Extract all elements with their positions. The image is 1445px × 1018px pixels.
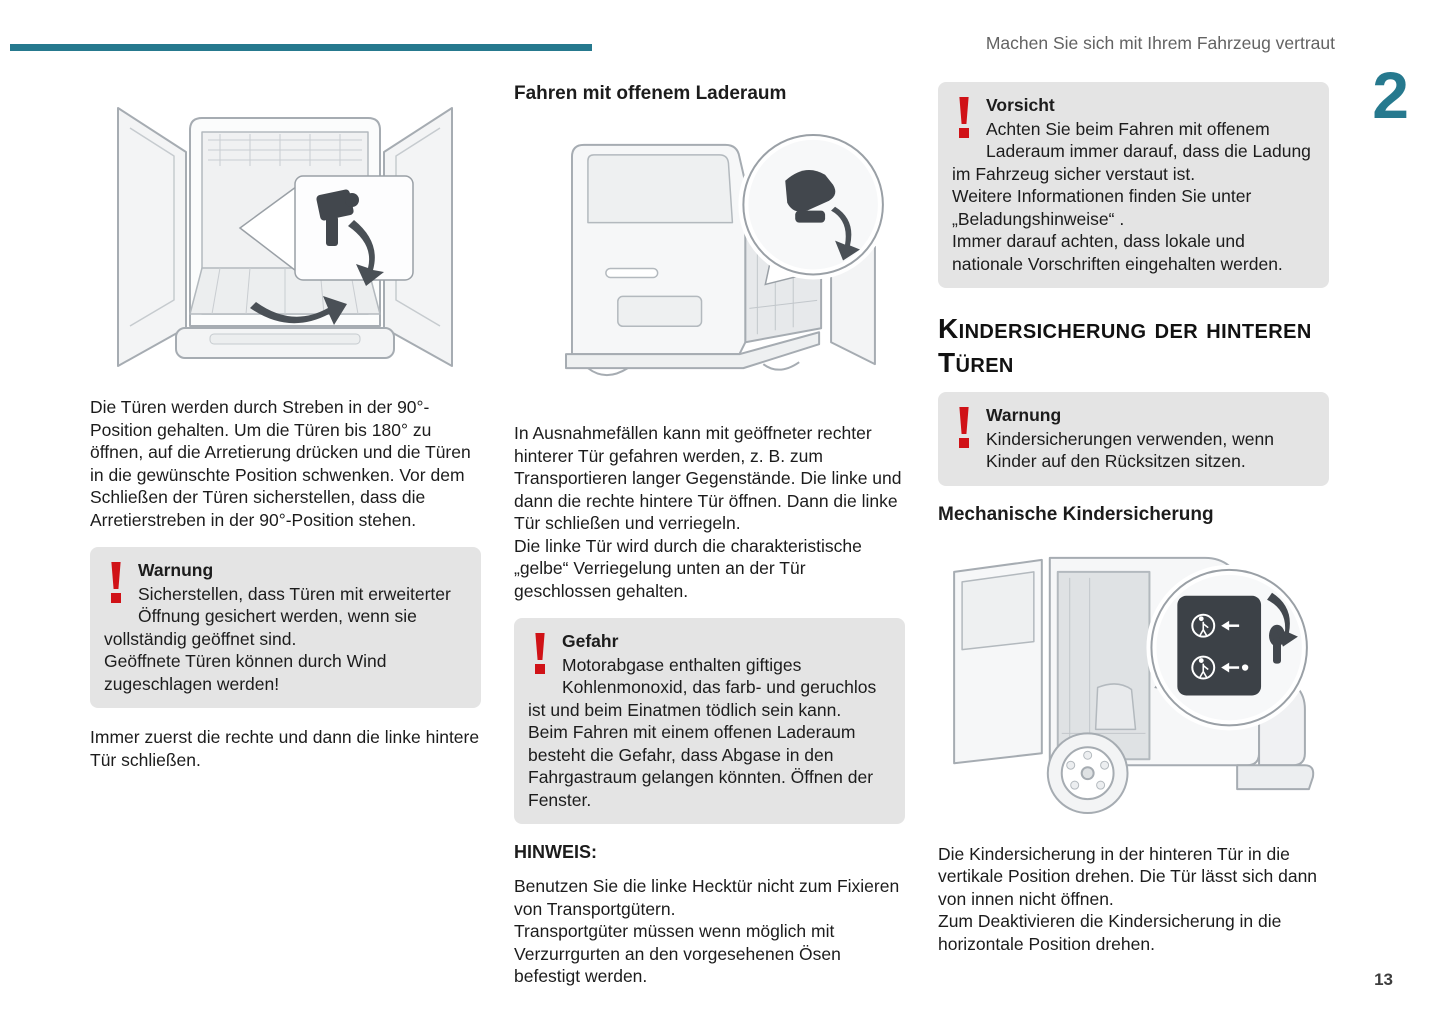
caution-exclamation-icon — [952, 97, 976, 143]
danger-exclamation-icon — [528, 633, 552, 679]
warning-box-right: Warnung Kindersicherungen verwenden, wen… — [938, 392, 1329, 486]
warning-exclamation-icon — [952, 407, 976, 453]
left-column: Die Türen werden durch Streben in der 90… — [90, 80, 481, 787]
caution-box: Vorsicht Achten Sie beim Fahren mit offe… — [938, 82, 1329, 288]
caution-body: Achten Sie beim Fahren mit offenem Lader… — [952, 118, 1311, 274]
open-cargo-drawing — [565, 129, 888, 377]
note-paragraph: Benutzen Sie die linke Hecktür nicht zum… — [514, 876, 900, 986]
danger-body: Motorabgase enthalten giftiges Kohlenmon… — [528, 654, 877, 810]
latch-arrow-icon — [831, 206, 860, 261]
chapter-number: 2 — [1372, 58, 1409, 132]
child-lock-arrows — [1198, 615, 1249, 673]
lock-lever — [1269, 624, 1285, 664]
door-latch-detail — [316, 189, 359, 246]
lever-arrow-icon — [1267, 592, 1298, 647]
rotate-arrow-icon — [348, 220, 384, 286]
warning-body: Sicherstellen, dass Türen mit erweiterte… — [104, 583, 451, 694]
danger-box: Gefahr Motorabgase enthalten giftiges Ko… — [514, 618, 905, 824]
child-lock-drawing — [953, 556, 1315, 814]
right-column: Vorsicht Achten Sie beim Fahren mit offe… — [938, 80, 1329, 971]
yellow-latch-detail — [785, 170, 836, 223]
warning-exclamation-icon — [104, 562, 128, 608]
accent-bar — [10, 44, 592, 51]
mechanical-child-lock-heading: Mechanische Kindersicherung — [938, 503, 1214, 525]
note-heading: HINWEIS: — [514, 842, 597, 862]
rear-doors-drawing — [117, 107, 453, 367]
child-lock-paragraph: Die Kindersicherung in der hinteren Tür … — [938, 843, 1318, 954]
page-number: 13 — [1374, 970, 1393, 989]
warning-title: Warnung — [986, 405, 1062, 425]
middle-column: Fahren mit offenem Laderaum — [514, 80, 905, 1004]
close-order-paragraph: Immer zuerst die rechte und dann die lin… — [90, 727, 480, 770]
danger-title: Gefahr — [562, 631, 619, 651]
open-cargo-heading: Fahren mit offenem Laderaum — [514, 83, 787, 104]
caution-title: Vorsicht — [986, 95, 1055, 115]
page-content: Die Türen werden durch Streben in der 90… — [90, 80, 1330, 1004]
child-lock-label — [1177, 595, 1262, 695]
rear-doors-illustration — [90, 88, 481, 380]
running-header: Machen Sie sich mit Ihrem Fahrzeug vertr… — [985, 33, 1335, 53]
warning-box-left: Warnung Sicherstellen, dass Türen mit er… — [90, 547, 481, 708]
doors-paragraph: Die Türen werden durch Streben in der 90… — [90, 397, 471, 530]
swing-arrow-icon — [250, 296, 347, 325]
warning-title: Warnung — [138, 560, 214, 580]
warning-body: Kindersicherungen verwenden, wenn Kinder… — [986, 428, 1274, 472]
child-lock-illustration — [938, 538, 1329, 827]
section-heading-child-lock: Kindersicherung der hinteren Türen — [938, 313, 1312, 378]
open-cargo-illustration — [514, 119, 905, 406]
open-cargo-paragraph: In Ausnahmefällen kann mit geöffneter re… — [514, 423, 902, 601]
